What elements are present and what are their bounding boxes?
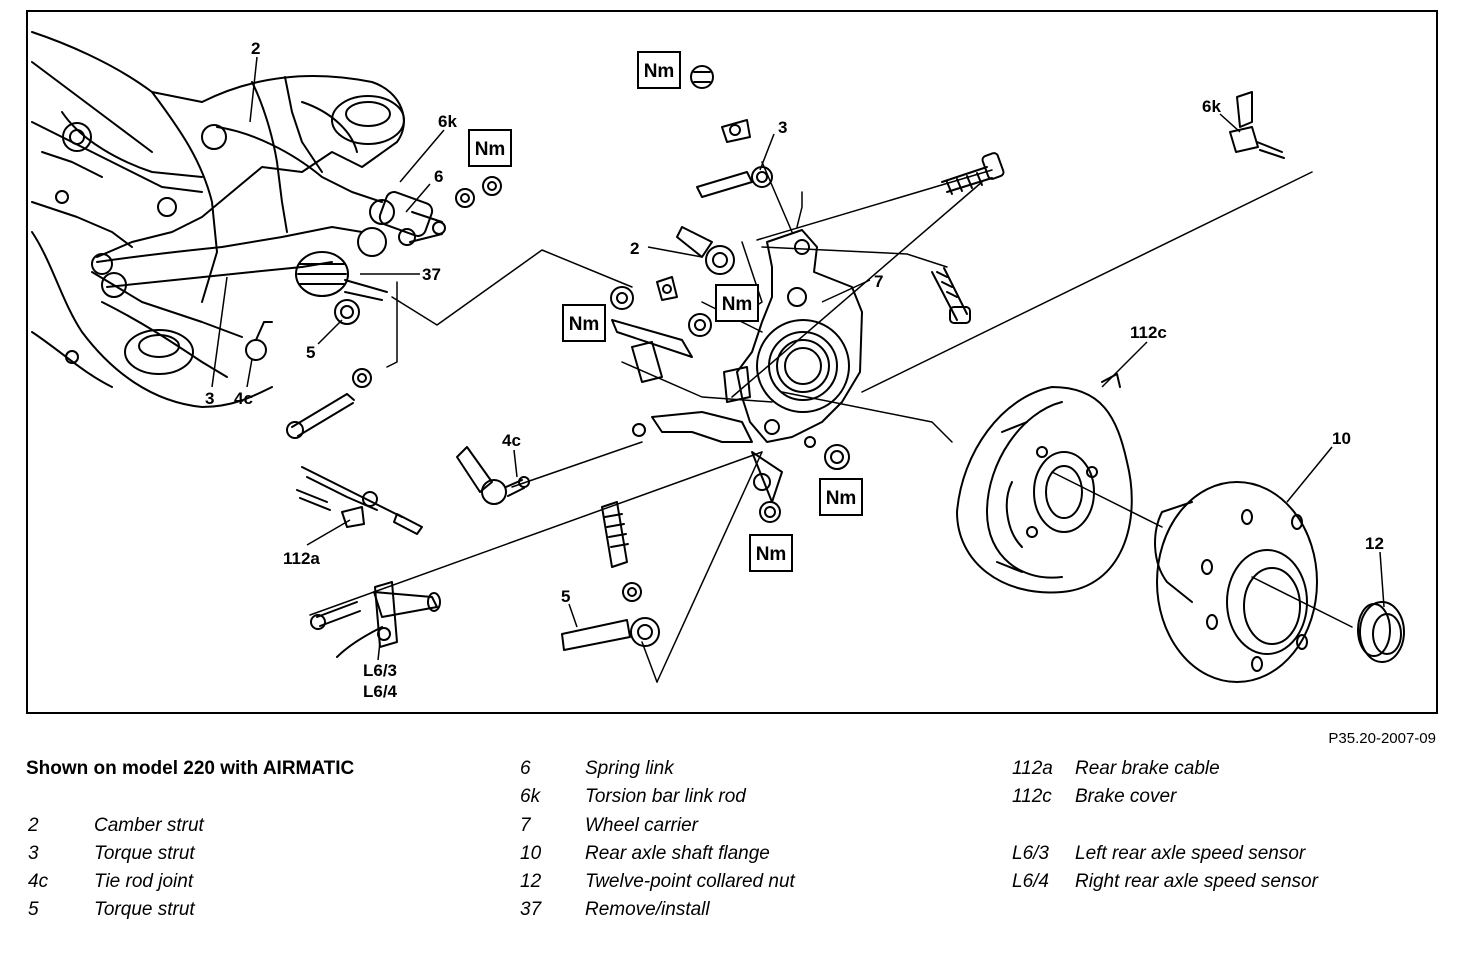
brake-cover bbox=[956, 373, 1133, 594]
rear-axle-shaft-flange bbox=[1154, 481, 1318, 683]
legend-key: 7 bbox=[520, 815, 531, 836]
rear-axle-carrier-assembly bbox=[31, 31, 502, 439]
callout-L6-4: L6/4 bbox=[363, 682, 398, 701]
callout-4c: 4c bbox=[502, 431, 521, 450]
brake-cable bbox=[296, 466, 423, 535]
legend-text: Rear axle shaft flange bbox=[585, 843, 770, 864]
callout-labels: 2 6k 6 37 5 3 4c 3 2 7 6k 112c 10 12 4c … bbox=[205, 39, 1384, 701]
legend-text: Spring link bbox=[585, 758, 674, 779]
nm-label: Nm bbox=[569, 314, 600, 335]
legend-item: 112a Rear brake cable bbox=[1012, 758, 1220, 780]
legend-key: 12 bbox=[520, 871, 542, 892]
nm-box: Nm bbox=[468, 129, 512, 167]
nm-box: Nm bbox=[637, 51, 681, 89]
legend-text: Torque strut bbox=[94, 899, 195, 920]
legend-key: L6/4 bbox=[1012, 871, 1049, 892]
nm-box: Nm bbox=[715, 284, 759, 322]
leader-lines bbox=[309, 161, 1353, 683]
legend-key: 112a bbox=[1012, 758, 1053, 779]
nm-label: Nm bbox=[756, 544, 787, 565]
torque-markers: Nm Nm Nm Nm Nm Nm bbox=[468, 51, 863, 572]
legend-item: 6k Torsion bar link rod bbox=[520, 786, 746, 808]
legend-key: 2 bbox=[28, 815, 39, 836]
tie-rod-joint bbox=[456, 446, 530, 505]
carrier-hardware bbox=[610, 65, 1285, 523]
legend-item: 12 Twelve-point collared nut bbox=[520, 871, 795, 893]
callout-5: 5 bbox=[306, 343, 315, 362]
legend-text: Camber strut bbox=[94, 815, 204, 836]
legend-key: 5 bbox=[28, 899, 39, 920]
legend-key: 10 bbox=[520, 843, 542, 864]
nm-label: Nm bbox=[826, 488, 857, 509]
legend-key: 112c bbox=[1012, 786, 1052, 807]
legend-key: 3 bbox=[28, 843, 39, 864]
callout-12: 12 bbox=[1365, 534, 1384, 553]
legend-key: 37 bbox=[520, 899, 542, 920]
wheel-carrier bbox=[632, 229, 863, 503]
legend-text: Torque strut bbox=[94, 843, 195, 864]
legend-text: Brake cover bbox=[1075, 786, 1177, 807]
callout-2: 2 bbox=[630, 239, 639, 258]
legend-item: 37 Remove/install bbox=[520, 899, 710, 921]
nm-box: Nm bbox=[562, 304, 606, 342]
legend-item: L6/3 Left rear axle speed sensor bbox=[1012, 843, 1305, 865]
legend-text: Remove/install bbox=[585, 899, 710, 920]
legend-item: 2 Camber strut bbox=[28, 815, 204, 837]
legend-text: Left rear axle speed sensor bbox=[1075, 843, 1306, 864]
callout-2: 2 bbox=[251, 39, 260, 58]
legend-key: 4c bbox=[28, 871, 49, 892]
callout-6k: 6k bbox=[1202, 97, 1221, 116]
exploded-view-diagram: Nm Nm Nm Nm Nm Nm 2 6k 6 37 5 3 4c 3 2 7… bbox=[26, 10, 1438, 714]
legend-key: 6 bbox=[520, 758, 531, 779]
callout-5: 5 bbox=[561, 587, 570, 606]
legend-item: 5 Torque strut bbox=[28, 899, 195, 921]
callout-6k: 6k bbox=[438, 112, 457, 131]
callout-4c: 4c bbox=[234, 389, 253, 408]
legend-key: L6/3 bbox=[1012, 843, 1049, 864]
legend-title: Shown on model 220 with AIRMATIC bbox=[26, 758, 355, 779]
legend-item: 7 Wheel carrier bbox=[520, 815, 698, 837]
callout-6: 6 bbox=[434, 167, 443, 186]
nm-label: Nm bbox=[644, 61, 675, 82]
legend-item: 3 Torque strut bbox=[28, 843, 195, 865]
callout-3: 3 bbox=[205, 389, 214, 408]
callout-10: 10 bbox=[1332, 429, 1351, 448]
collared-nut bbox=[1357, 601, 1405, 663]
legend-item: 112c Brake cover bbox=[1012, 786, 1176, 808]
legend-text: Twelve-point collared nut bbox=[585, 871, 795, 892]
legend-item: 10 Rear axle shaft flange bbox=[520, 843, 770, 865]
legend-text: Wheel carrier bbox=[585, 815, 698, 836]
callout-37: 37 bbox=[422, 265, 441, 284]
callout-112a: 112a bbox=[283, 549, 320, 568]
callout-7: 7 bbox=[874, 272, 883, 291]
figure-reference: P35.20-2007-09 bbox=[1328, 730, 1436, 747]
nm-box: Nm bbox=[819, 478, 863, 516]
callout-leaders bbox=[211, 56, 1385, 661]
callout-112c: 112c bbox=[1130, 323, 1167, 342]
callout-3: 3 bbox=[778, 118, 787, 137]
callout-L6-3: L6/3 bbox=[363, 661, 397, 680]
speed-sensor bbox=[310, 581, 441, 658]
legend-text: Torsion bar link rod bbox=[585, 786, 746, 807]
nm-box: Nm bbox=[749, 534, 793, 572]
legend-item: 6 Spring link bbox=[520, 758, 674, 780]
legend-text: Tie rod joint bbox=[94, 871, 194, 892]
nm-label: Nm bbox=[722, 294, 753, 315]
legend-item: L6/4 Right rear axle speed sensor bbox=[1012, 871, 1318, 893]
nm-label: Nm bbox=[475, 139, 506, 160]
diagram-svg: Nm Nm Nm Nm Nm Nm 2 6k 6 37 5 3 4c 3 2 7… bbox=[31, 31, 1405, 701]
legend-text: Rear brake cable bbox=[1075, 758, 1220, 779]
torque-strut-lower bbox=[561, 501, 660, 651]
legend-text: Right rear axle speed sensor bbox=[1075, 871, 1318, 892]
legend-item: 4c Tie rod joint bbox=[28, 871, 193, 893]
legend-key: 6k bbox=[520, 786, 541, 807]
